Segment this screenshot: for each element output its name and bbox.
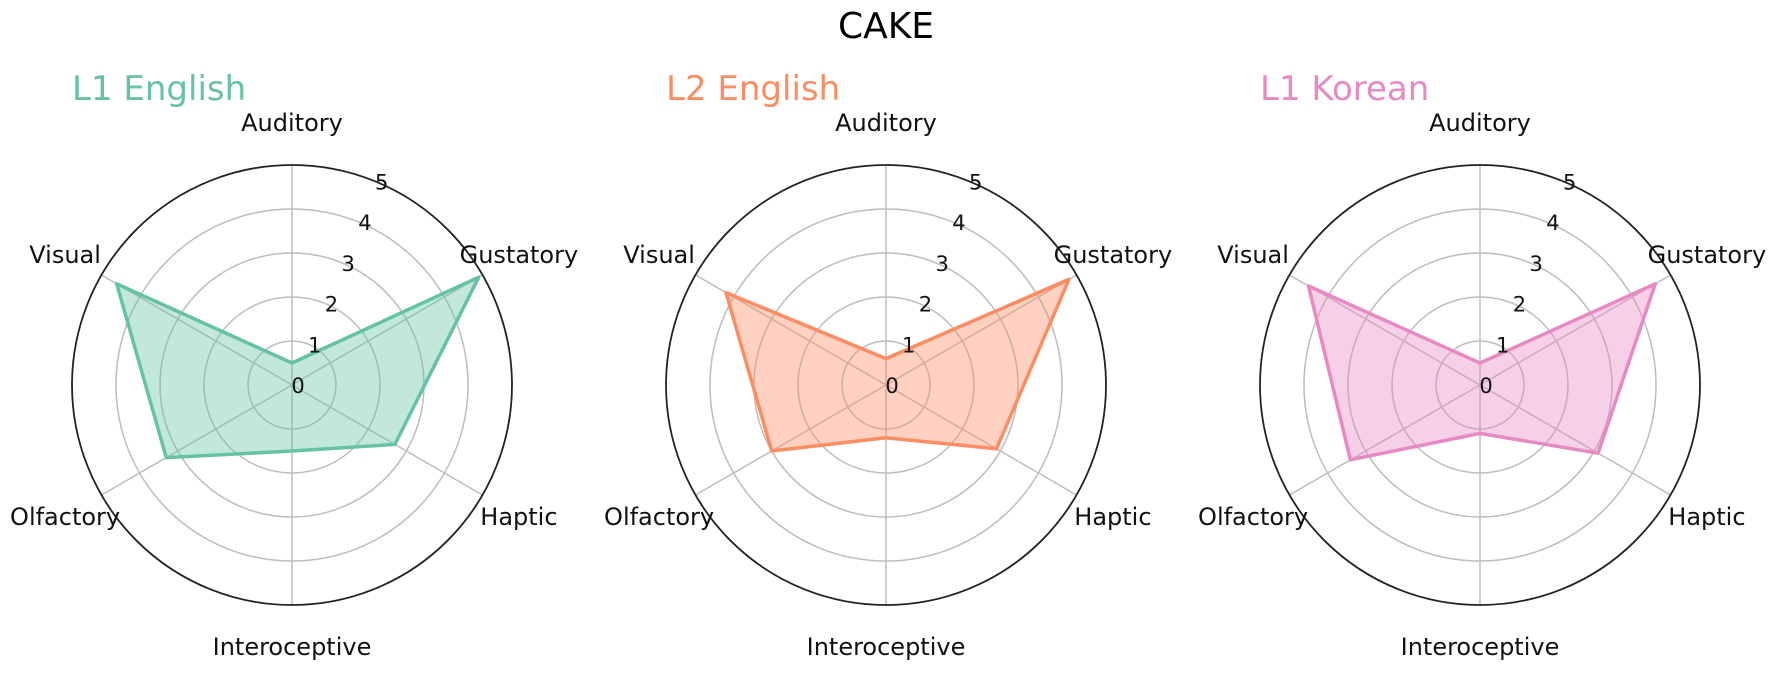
outer-circle — [665, 164, 1107, 606]
axis-label: Haptic — [480, 503, 557, 531]
axis-spoke — [101, 384, 293, 496]
radial-tick-label: 4 — [1546, 211, 1559, 235]
axis-spoke — [291, 384, 483, 496]
axis-label: Visual — [29, 241, 101, 269]
axis-label: Gustatory — [1648, 241, 1767, 269]
series-title: L2 English — [666, 69, 840, 109]
axis-spoke — [695, 384, 887, 496]
radial-tick-label: 5 — [1563, 171, 1576, 195]
radial-tick-label: 4 — [952, 211, 965, 235]
series-line — [114, 275, 481, 460]
radar-panels: L1 English012345AuditoryGustatoryHapticI… — [10, 69, 1766, 661]
axis-label: Interoceptive — [1401, 633, 1560, 661]
radial-tick-label: 3 — [1529, 252, 1542, 276]
axis-spoke — [1479, 384, 1671, 496]
axis-label: Auditory — [241, 109, 343, 137]
outer-circle — [71, 164, 513, 606]
axis-spoke — [291, 274, 483, 386]
series-title: L1 English — [72, 69, 246, 109]
radial-tick-label: 0 — [291, 374, 304, 398]
outer-circle — [1259, 164, 1701, 606]
axis-label: Olfactory — [604, 503, 714, 531]
axis-spoke — [1289, 384, 1481, 496]
radial-tick-label: 2 — [325, 293, 338, 317]
radial-tick-label: 1 — [308, 333, 321, 357]
axis-label: Haptic — [1668, 503, 1745, 531]
axis-label: Haptic — [1074, 503, 1151, 531]
series-area — [726, 279, 1069, 451]
axis-label: Auditory — [1429, 109, 1531, 137]
series-title: L1 Korean — [1260, 69, 1429, 109]
chart-title: CAKE — [838, 6, 934, 47]
radial-tick-label: 1 — [902, 333, 915, 357]
radial-tick-label: 2 — [919, 293, 932, 317]
axis-label: Visual — [623, 241, 695, 269]
radial-tick-label: 1 — [1496, 333, 1509, 357]
radial-tick-label: 0 — [885, 374, 898, 398]
series-line — [1306, 282, 1658, 462]
axis-label: Olfactory — [10, 503, 120, 531]
radial-tick-label: 3 — [935, 252, 948, 276]
axis-label: Auditory — [835, 109, 937, 137]
radial-tick-label: 3 — [341, 252, 354, 276]
axis-label: Interoceptive — [807, 633, 966, 661]
axis-label: Interoceptive — [213, 633, 372, 661]
axis-label: Gustatory — [1054, 241, 1173, 269]
axis-spoke — [885, 274, 1077, 386]
axis-label: Gustatory — [460, 241, 579, 269]
radial-tick-label: 4 — [358, 211, 371, 235]
radial-tick-label: 5 — [375, 171, 388, 195]
radial-tick-label: 5 — [969, 171, 982, 195]
axis-spoke — [885, 384, 1077, 496]
series-area — [116, 277, 479, 458]
radial-tick-label: 2 — [1513, 293, 1526, 317]
axis-spoke — [1479, 274, 1671, 386]
radial-tick-label: 0 — [1479, 374, 1492, 398]
series-line — [724, 277, 1071, 453]
axis-spoke — [101, 274, 293, 386]
axis-label: Visual — [1217, 241, 1289, 269]
axis-label: Olfactory — [1198, 503, 1308, 531]
series-area — [1308, 283, 1656, 460]
